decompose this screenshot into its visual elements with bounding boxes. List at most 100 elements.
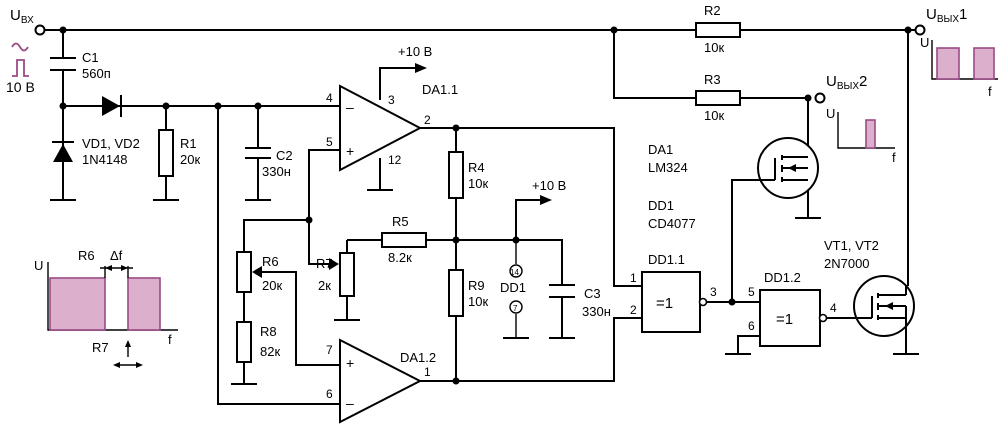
pin-number: 5 xyxy=(326,135,333,149)
c3-label: C3 xyxy=(584,286,601,301)
da1-2-label: DA1.2 xyxy=(400,350,436,365)
gate-dd1-1 xyxy=(641,271,708,333)
r9-label: R9 xyxy=(468,278,485,293)
info-dd1-part: CD4077 xyxy=(648,216,696,231)
info-da1: DA1 xyxy=(648,142,673,157)
opamp-da1-2 xyxy=(339,338,423,424)
gate-dd1-2 xyxy=(759,289,828,347)
pin-number: 7 xyxy=(326,343,333,357)
uout2-label: UВЫХ2 xyxy=(826,73,867,92)
terminals xyxy=(34,24,926,104)
r3-value: 10к xyxy=(704,108,724,123)
c2-value: 330н xyxy=(262,164,291,179)
vd-value: 1N4148 xyxy=(82,152,128,167)
capacitor-c1 xyxy=(50,57,76,71)
pin-number: 3 xyxy=(710,285,717,299)
graph-axis-label: f xyxy=(168,332,172,347)
diode-vd2 xyxy=(52,141,74,162)
uout1-label: UВЫХ1 xyxy=(926,6,967,25)
arrow-icon xyxy=(415,63,427,73)
pin-sign: – xyxy=(346,99,354,115)
da1-1-label: DA1.1 xyxy=(422,82,458,97)
resistor-r5 xyxy=(381,232,427,248)
pin-number: 1 xyxy=(630,271,637,285)
capacitor-c2 xyxy=(245,147,271,159)
arrow-icon xyxy=(540,195,552,205)
supply-label: +10 В xyxy=(532,178,566,193)
c1-value: 560п xyxy=(82,66,111,81)
graph-axis-label: U xyxy=(920,35,929,50)
r6-label: R6 xyxy=(262,254,279,269)
graph-axis-label: f xyxy=(892,150,896,165)
pin-number: 6 xyxy=(326,387,333,401)
pin-number: 12 xyxy=(388,153,402,167)
pin-number: 1 xyxy=(424,365,431,379)
pin-number: 4 xyxy=(830,301,837,315)
r1-label: R1 xyxy=(180,136,197,151)
resistor-r8 xyxy=(236,321,252,363)
pin-number: 2 xyxy=(424,113,431,127)
dd1-label: DD1 xyxy=(500,280,526,295)
vd-label: VD1, VD2 xyxy=(82,136,140,151)
r5-value: 8.2к xyxy=(388,250,412,265)
r6-value: 20к xyxy=(262,278,282,293)
pin-number: 3 xyxy=(388,93,395,107)
opamp-da1-1 xyxy=(339,84,423,172)
c3-value: 330н xyxy=(582,304,611,319)
r4-value: 10к xyxy=(468,176,488,191)
pin-number: 5 xyxy=(748,285,755,299)
dd1-power-pins xyxy=(509,264,523,314)
r2-label: R2 xyxy=(704,3,721,18)
dd1-2-label: DD1.2 xyxy=(764,270,801,285)
graph-uout1 xyxy=(931,40,998,80)
r7-value: 2к xyxy=(318,278,331,293)
resistor-r9 xyxy=(448,269,464,317)
r7-label: R7 xyxy=(316,256,333,271)
capacitor-c3 xyxy=(549,284,575,298)
resistor-r2 xyxy=(695,22,741,38)
xor-symbol: =1 xyxy=(656,295,673,312)
resistor-r3 xyxy=(695,90,741,106)
uin-label: UВХ xyxy=(10,7,34,26)
dd1-1-label: DD1.1 xyxy=(648,252,685,267)
graph-df-label: Δf xyxy=(110,248,123,263)
graph-frequency xyxy=(47,262,178,368)
pin-sign: + xyxy=(346,355,354,371)
resistor-r4 xyxy=(448,151,464,199)
potentiometer-r7 xyxy=(329,252,355,297)
r8-value: 82к xyxy=(260,344,280,359)
r9-value: 10к xyxy=(468,294,488,309)
info-da1-part: LM324 xyxy=(648,160,688,175)
resistor-r1 xyxy=(158,129,174,177)
pin-number: 7 xyxy=(513,304,518,313)
graph-axis-label: U xyxy=(826,106,835,121)
r8-label: R8 xyxy=(260,324,277,339)
xor-symbol: =1 xyxy=(776,311,793,328)
r3-label: R3 xyxy=(704,72,721,87)
diode-vd1 xyxy=(102,95,122,117)
pin-number: 14 xyxy=(510,268,519,277)
mosfet-vt2 xyxy=(853,275,915,337)
c2-label: C2 xyxy=(276,148,293,163)
potentiometer-r6 xyxy=(236,251,262,293)
info-dd1: DD1 xyxy=(648,198,674,213)
ground-symbols xyxy=(50,189,919,385)
r5-label: R5 xyxy=(392,214,409,229)
pin-number: 6 xyxy=(748,319,755,333)
r2-value: 10к xyxy=(704,40,724,55)
graph-r6-label: R6 xyxy=(78,248,95,263)
c1-label: C1 xyxy=(82,50,99,65)
r1-value: 20к xyxy=(180,152,200,167)
pin-number: 2 xyxy=(630,303,637,317)
graph-axis-label: U xyxy=(34,258,43,273)
graph-axis-label: f xyxy=(988,84,992,99)
graph-uout2 xyxy=(837,112,895,149)
info-vt: VT1, VT2 xyxy=(824,238,879,253)
pin-number: 4 xyxy=(326,91,333,105)
input-signal-icon xyxy=(11,42,29,77)
pin-sign: – xyxy=(346,395,354,411)
supply-label: +10 В xyxy=(398,44,432,59)
wires xyxy=(43,26,912,405)
